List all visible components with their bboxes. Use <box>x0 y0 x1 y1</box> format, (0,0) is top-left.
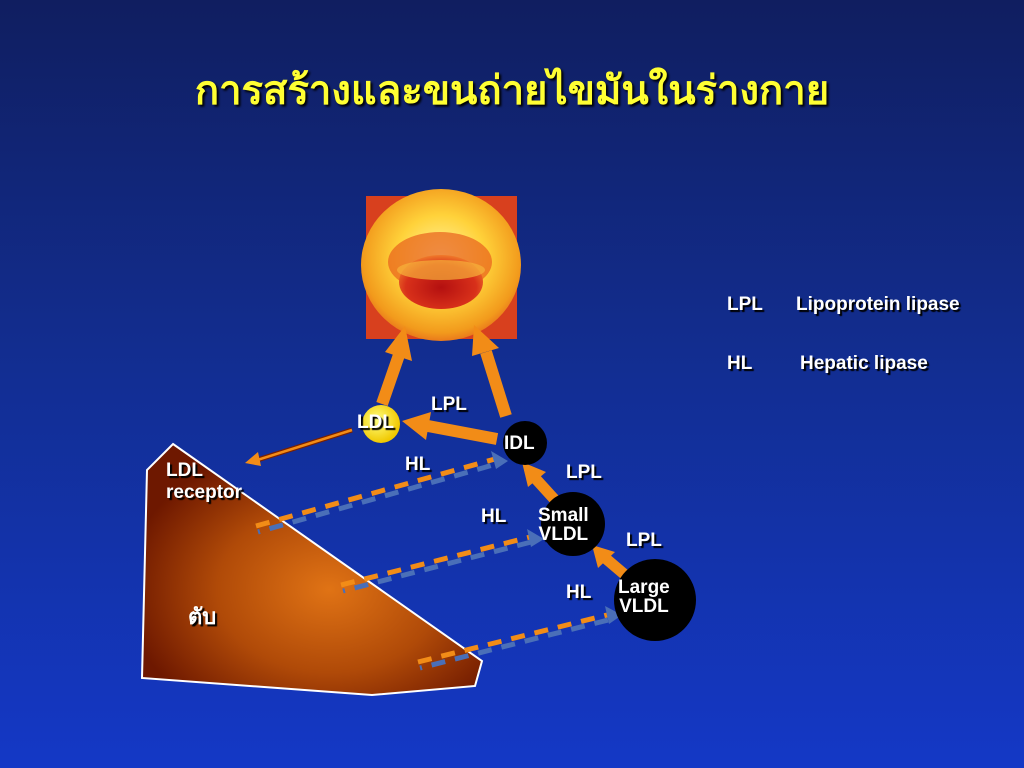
small-vldl-label-line2: VLDL <box>538 524 589 545</box>
legend-lpl-meaning: Lipoprotein lipase <box>796 294 960 315</box>
idl-particle <box>503 421 547 465</box>
hl-dashed-arrows <box>255 451 622 671</box>
idl-label: IDL <box>504 433 535 454</box>
legend-hl-meaning: Hepatic lipase <box>800 353 928 374</box>
ldl-receptor-line1: LDL <box>166 460 203 481</box>
idl-to-ldl-arrow <box>402 412 499 445</box>
lpl-label-idl-small: LPL <box>566 462 602 483</box>
large-vldl-label-line2: VLDL <box>619 596 669 617</box>
hl-label-top: HL <box>405 454 431 475</box>
small-vldl-to-idl-arrow <box>522 462 560 504</box>
large-vldl-particle <box>614 559 696 641</box>
hl-label-middle: HL <box>481 506 507 527</box>
liver-label: ตับ <box>188 605 217 630</box>
slide-title: การสร้างและขนถ่ายไขมันในร่างกาย <box>194 68 830 114</box>
hl-arrow-to-large-vldl <box>417 606 622 671</box>
large-vldl-label-line1: Large <box>618 577 670 598</box>
hl-label-bottom: HL <box>566 582 592 603</box>
small-vldl-particle <box>541 492 605 556</box>
ldl-to-receptor-arrow <box>245 427 353 466</box>
ldl-receptor-line2: receptor <box>166 482 243 503</box>
artery-cross-section-image <box>361 189 521 341</box>
ldl-receptor-label: LDL receptor <box>166 461 242 502</box>
small-vldl-label: Small VLDL <box>538 506 589 544</box>
large-vldl-label: Large VLDL <box>618 578 670 616</box>
legend-lpl-abbr: LPL <box>727 294 763 315</box>
lpl-label-ldl-idl: LPL <box>431 394 467 415</box>
small-vldl-label-line1: Small <box>538 505 589 526</box>
legend-hl-abbr: HL <box>727 353 753 374</box>
ldl-to-artery-arrow <box>376 326 412 406</box>
ldl-particle <box>362 405 400 443</box>
liver-shape <box>140 442 484 697</box>
idl-to-artery-arrow <box>472 325 512 418</box>
large-vldl-to-small-vldl-arrow <box>592 545 628 579</box>
hl-arrow-to-idl <box>255 451 508 535</box>
hl-arrow-to-small-vldl <box>340 529 544 594</box>
lpl-label-small-large: LPL <box>626 530 662 551</box>
ldl-label: LDL <box>357 412 394 433</box>
